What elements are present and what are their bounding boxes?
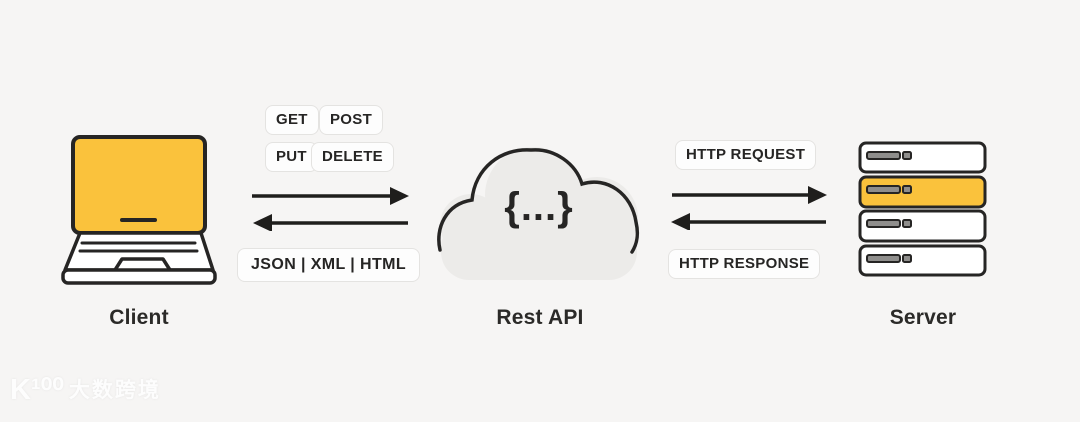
watermark-logo-icon: K¹⁰⁰	[10, 374, 64, 406]
watermark-text: 大数跨境	[68, 379, 161, 402]
http-request-arrow-right-icon	[672, 186, 827, 204]
watermark: K¹⁰⁰ 大数跨境	[10, 376, 161, 405]
method-badge-put: PUT	[265, 142, 318, 173]
method-badge-post: POST	[319, 105, 384, 136]
http-response-arrow-left-icon	[671, 213, 826, 231]
formats-badge: JSON | XML | HTML	[237, 248, 421, 282]
http-response-badge: HTTP RESPONSE	[668, 249, 821, 280]
http-request-badge: HTTP REQUEST	[675, 140, 817, 171]
server-rack-icon	[852, 136, 994, 287]
client-api-arrows-icon	[246, 183, 414, 236]
method-badge-get: GET	[265, 105, 319, 136]
code-braces-glyph: {...}	[504, 185, 574, 229]
method-badge-delete: DELETE	[311, 142, 394, 173]
api-server-arrows-icon	[666, 182, 832, 235]
server-label: Server	[889, 306, 957, 329]
laptop-icon	[56, 128, 228, 295]
response-arrow-left-icon	[253, 214, 408, 232]
client-label: Client	[109, 306, 169, 329]
rest-api-label: Rest API	[496, 306, 584, 329]
request-arrow-right-icon	[252, 187, 409, 205]
cloud-icon	[433, 140, 645, 293]
